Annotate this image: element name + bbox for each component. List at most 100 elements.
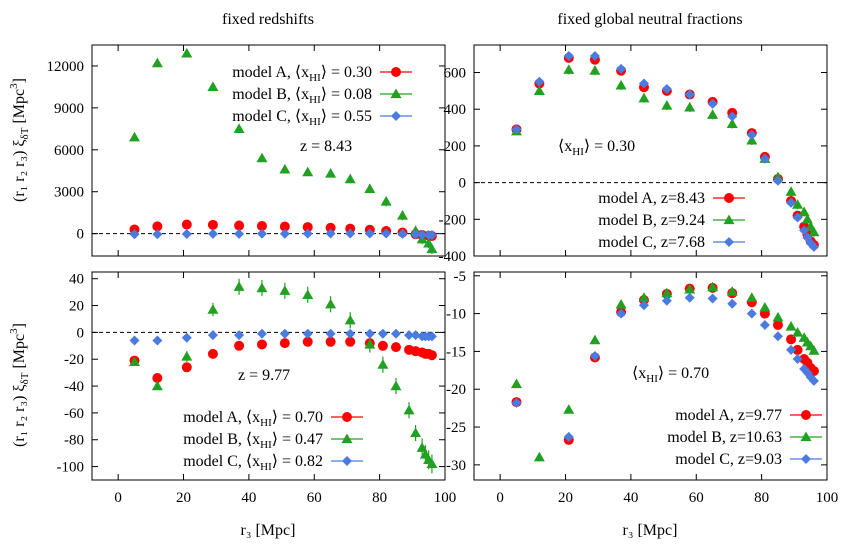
data-point [726,118,738,129]
data-point [181,47,193,58]
x-tick-label: 80 [754,490,769,506]
data-point [563,51,574,62]
legend-entry: model B, z=9.24 [598,212,745,229]
series-model-c [511,292,819,442]
data-point [638,78,649,89]
data-point [727,298,738,309]
data-point [381,228,392,239]
svg-text:(r₁ r₂ r₃) ξδT [Mpc3]: (r₁ r₂ r₃) ξδT [Mpc3] [8,323,31,447]
data-point [397,209,409,220]
y-tick-label: -20 [446,382,466,398]
legend-marker [391,67,401,77]
data-point [772,175,783,186]
y-tick-label: 0 [77,325,85,341]
data-point [279,338,290,349]
data-point [302,222,313,233]
legend-label: model C, ⟨xHI⟩ = 0.82 [183,453,323,473]
data-point [533,451,545,462]
legend-marker [391,111,401,121]
series-model-b [128,278,438,474]
legend-label: model A, z=8.43 [598,190,705,207]
data-point [234,330,245,341]
data-point [207,81,219,92]
legend-entry: model C, z=7.68 [598,234,745,251]
data-point [661,84,672,95]
y-tick-label: 40 [69,272,84,288]
y-tick-label: 6000 [54,143,84,159]
y-tick-label: 12000 [47,59,85,75]
legend-label: model C, z=9.03 [675,451,782,468]
y-tick-label: 0 [77,227,85,243]
y-tick-label: -400 [439,249,467,265]
legend-entry: model A, z=9.77 [675,407,822,424]
data-point [510,378,522,389]
data-point [661,287,673,298]
data-point [727,111,738,122]
x-axis-label-left: r₃ [Mpc] [241,522,296,539]
data-point [256,220,267,231]
legend-entry: model C, ⟨xHI⟩ = 0.55 [232,108,412,128]
y-tick-label: -25 [446,420,466,436]
data-point [151,57,163,68]
data-point [325,168,337,178]
legend-entry: model B, ⟨xHI⟩ = 0.47 [183,431,363,451]
data-point [207,304,219,314]
data-point [345,336,356,347]
data-point [746,292,758,302]
data-point [638,92,650,103]
data-point [707,281,719,292]
data-point [325,328,336,339]
legend-label: model C, ⟨xHI⟩ = 0.55 [232,108,372,128]
data-point [707,293,718,304]
data-point [772,319,783,330]
x-tick-label: 20 [558,490,573,506]
series-model-b [510,281,820,462]
legend-marker [342,412,352,422]
legend-entry: model C, z=9.03 [675,451,822,468]
data-point [207,219,218,230]
x-tick-label: 40 [623,490,638,506]
data-point [256,339,267,350]
data-point [511,124,522,135]
data-point [792,344,803,355]
data-point [684,292,695,303]
data-point [808,226,820,237]
data-point [786,197,797,208]
data-point [377,359,389,369]
data-point [786,344,797,355]
data-point [801,213,813,224]
panel-annotation: ⟨xHI⟩ = 0.70 [632,365,709,385]
data-point [426,230,437,241]
data-point [325,298,337,309]
data-point [808,241,819,252]
y-tick-label: 3000 [54,185,84,201]
data-point [234,340,245,351]
data-point [129,229,140,240]
data-point [615,79,627,90]
data-point [377,340,388,351]
legend-entry: model A, z=8.43 [598,190,745,207]
data-point [181,219,192,230]
data-point [403,404,415,415]
data-point [207,330,218,341]
column-title-right: fixed global neutral fractions [557,11,742,28]
data-point [344,173,356,184]
data-point [759,153,770,164]
y-tick-label: 0 [459,176,467,192]
legend-marker [390,88,402,99]
y-axis-label-bottom: (r₁ r₂ r₃) ξδT [Mpc3] [8,323,31,447]
data-point [684,101,696,112]
plot-frame [473,44,828,257]
data-point [302,336,313,347]
data-point [661,100,673,110]
data-point [638,300,649,311]
data-point [707,109,719,119]
data-point [256,152,268,163]
legend-entry: model B, ⟨xHI⟩ = 0.08 [232,86,412,106]
data-point [533,85,545,95]
data-point [181,332,192,343]
data-point [589,65,601,75]
data-point [344,314,356,325]
